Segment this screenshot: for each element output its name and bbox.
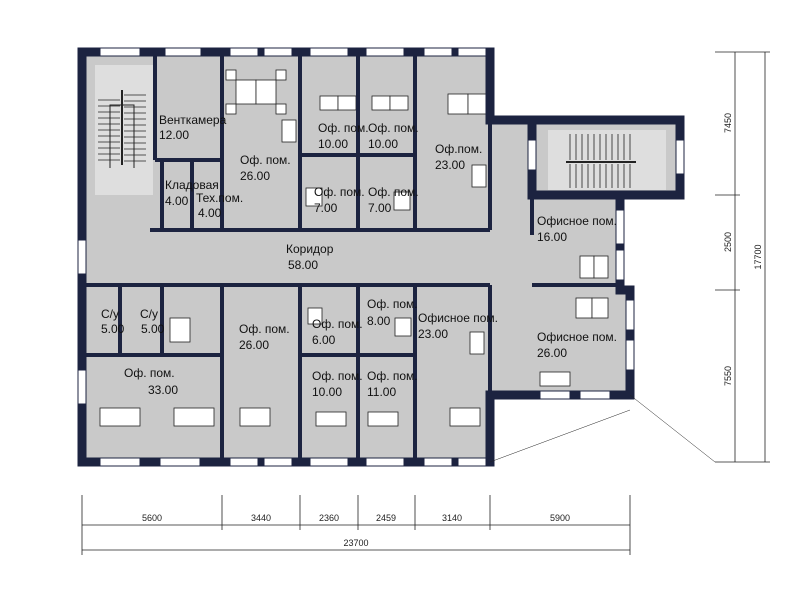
- dim-right-2: 2500: [723, 232, 733, 252]
- stairs-right: [566, 134, 636, 188]
- room-su-b-name: С/у: [140, 307, 158, 321]
- room-of11-area: 11.00: [367, 385, 396, 399]
- room-labels: Венткамера 12.00 Кладовая 4.00 Тех.пом. …: [101, 113, 617, 399]
- dim-bottom-5: 3140: [442, 513, 462, 523]
- room-kladovaya-area: 4.00: [165, 194, 189, 208]
- stairs-left: [98, 90, 146, 168]
- room-ofis26-area: 26.00: [537, 346, 567, 360]
- room-of10b-name: Оф. пом.: [368, 121, 419, 135]
- room-koridor-area: 58.00: [288, 258, 318, 272]
- dim-right-1: 7450: [723, 113, 733, 133]
- room-of10c-name: Оф. пом.: [312, 369, 363, 383]
- room-of11-name: Оф. пом.: [367, 369, 418, 383]
- furniture: [99, 69, 609, 427]
- room-of6-name: Оф. пом.: [312, 317, 363, 331]
- room-ventkamera-area: 12.00: [159, 128, 189, 142]
- room-ventkamera-name: Венткамера: [159, 113, 227, 127]
- dim-bottom-3: 2360: [319, 513, 339, 523]
- room-tehpom-area: 4.00: [198, 206, 222, 220]
- room-of26a-area: 26.00: [240, 169, 270, 183]
- room-of8-name: Оф. пом.: [367, 297, 418, 311]
- room-ofis26-name: Офисное пом.: [537, 330, 617, 344]
- room-koridor-name: Коридор: [286, 242, 334, 256]
- room-tehpom-name: Тех.пом.: [196, 191, 243, 205]
- room-ofis23b-area: 23.00: [418, 327, 448, 341]
- room-of8-area: 8.00: [367, 314, 391, 328]
- windows: [77, 47, 685, 467]
- dimension-lines: [81, 51, 770, 555]
- dim-bottom-4: 2459: [376, 513, 396, 523]
- room-of33-area: 33.00: [148, 383, 178, 397]
- room-of10c-area: 10.00: [312, 385, 342, 399]
- room-of26b-area: 26.00: [239, 338, 269, 352]
- room-of6-area: 6.00: [312, 333, 336, 347]
- room-of7b-name: Оф. пом.: [368, 185, 419, 199]
- room-of10a-name: Оф. пом.: [318, 121, 369, 135]
- room-su-a-area: 5.00: [101, 322, 125, 336]
- room-ofis16-name: Офисное пом.: [537, 214, 617, 228]
- room-of7b-area: 7.00: [368, 201, 392, 215]
- room-of33-name: Оф. пом.: [124, 366, 175, 380]
- room-ofis23b-name: Офисное пом.: [418, 311, 498, 325]
- room-ofis16-area: 16.00: [537, 230, 567, 244]
- stair-right: [548, 130, 666, 190]
- room-of7a-name: Оф. пом.: [314, 185, 365, 199]
- room-of23a-area: 23.00: [435, 158, 465, 172]
- dim-right-total: 17700: [753, 244, 763, 269]
- building-floor: [82, 52, 630, 462]
- room-of23a-name: Оф.пом.: [435, 142, 482, 156]
- interior-walls: [82, 52, 620, 462]
- dimension-labels: 5600 3440 2360 2459 3140 5900 23700 7450…: [142, 113, 763, 548]
- room-su-a-name: С/у: [101, 307, 119, 321]
- room-of26b-name: Оф. пом.: [239, 322, 290, 336]
- dim-right-3: 7550: [723, 366, 733, 386]
- dim-bottom-1: 5600: [142, 513, 162, 523]
- room-of10b-area: 10.00: [368, 137, 398, 151]
- room-of26a-name: Оф. пом.: [240, 153, 291, 167]
- room-of7a-area: 7.00: [314, 201, 338, 215]
- dim-bottom-total: 23700: [343, 538, 368, 548]
- room-of10a-area: 10.00: [318, 137, 348, 151]
- room-su-b-area: 5.00: [141, 322, 165, 336]
- dim-bottom-2: 3440: [251, 513, 271, 523]
- floor-areas: [82, 52, 680, 462]
- dim-bottom-6: 5900: [550, 513, 570, 523]
- room-kladovaya-name: Кладовая: [165, 178, 219, 192]
